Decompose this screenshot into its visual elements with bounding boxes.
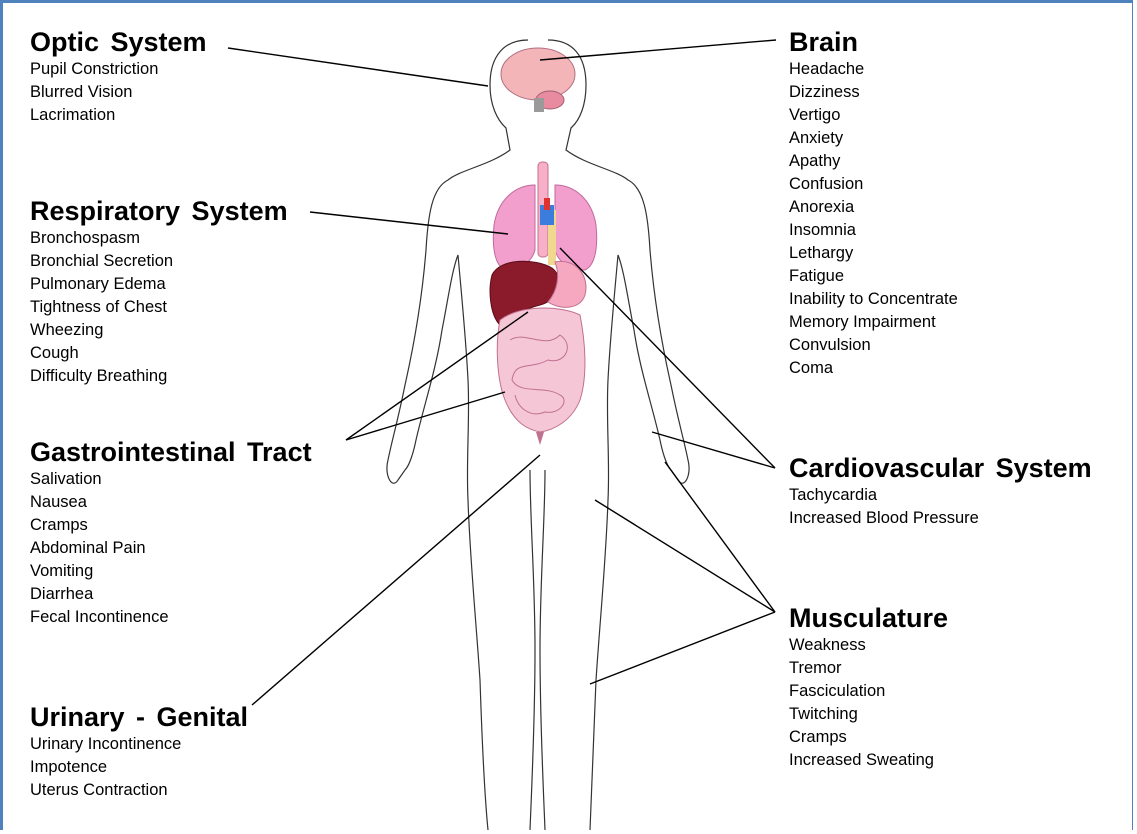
symptom-item: Lacrimation	[30, 104, 207, 127]
symptom-item: Insomnia	[789, 219, 958, 242]
cardiovascular-system-title: Cardiovascular System	[789, 452, 1092, 484]
symptom-item: Blurred Vision	[30, 81, 207, 104]
symptom-item: Apathy	[789, 150, 958, 173]
symptom-item: Tightness of Chest	[30, 296, 288, 319]
symptom-item: Twitching	[789, 703, 948, 726]
symptom-item: Pupil Constriction	[30, 58, 207, 81]
symptom-item: Coma	[789, 357, 958, 380]
left-lung-shape	[493, 185, 535, 270]
symptom-item: Urinary Incontinence	[30, 733, 248, 756]
symptom-item: Cramps	[789, 726, 948, 749]
brainstem-shape	[534, 98, 544, 112]
symptom-item: Inability to Concentrate	[789, 288, 958, 311]
respiratory-system-title: Respiratory System	[30, 195, 288, 227]
symptom-item: Fatigue	[789, 265, 958, 288]
symptom-item: Increased Sweating	[789, 749, 948, 772]
symptom-item: Dizziness	[789, 81, 958, 104]
symptom-item: Tachycardia	[789, 484, 1092, 507]
symptom-item: Memory Impairment	[789, 311, 958, 334]
symptom-item: Increased Blood Pressure	[789, 507, 1092, 530]
gastrointestinal-tract-title: Gastrointestinal Tract	[30, 436, 312, 468]
symptom-item: Confusion	[789, 173, 958, 196]
symptom-item: Cramps	[30, 514, 312, 537]
symptom-item: Impotence	[30, 756, 248, 779]
symptom-item: Weakness	[789, 634, 948, 657]
symptom-item: Fecal Incontinence	[30, 606, 312, 629]
symptom-item: Anorexia	[789, 196, 958, 219]
symptom-item: Fasciculation	[789, 680, 948, 703]
optic-system-title: Optic System	[30, 26, 207, 58]
right-lung-shape	[555, 185, 597, 270]
brain-shape	[501, 48, 575, 100]
symptom-item: Bronchospasm	[30, 227, 288, 250]
symptom-item: Salivation	[30, 468, 312, 491]
symptom-item: Vomiting	[30, 560, 312, 583]
symptom-item: Pulmonary Edema	[30, 273, 288, 296]
symptom-item: Anxiety	[789, 127, 958, 150]
symptom-item: Lethargy	[789, 242, 958, 265]
symptom-item: Uterus Contraction	[30, 779, 248, 802]
musculature-title: Musculature	[789, 602, 948, 634]
symptom-item: Tremor	[789, 657, 948, 680]
symptom-item: Cough	[30, 342, 288, 365]
symptom-item: Diarrhea	[30, 583, 312, 606]
symptom-item: Bronchial Secretion	[30, 250, 288, 273]
brain-title: Brain	[789, 26, 958, 58]
urinary-genital-title: Urinary - Genital	[30, 701, 248, 733]
symptom-item: Wheezing	[30, 319, 288, 342]
symptom-item: Abdominal Pain	[30, 537, 312, 560]
symptom-item: Vertigo	[789, 104, 958, 127]
artery-shape	[544, 198, 550, 210]
symptom-item: Nausea	[30, 491, 312, 514]
symptom-item: Convulsion	[789, 334, 958, 357]
symptom-item: Headache	[789, 58, 958, 81]
symptom-item: Difficulty Breathing	[30, 365, 288, 388]
